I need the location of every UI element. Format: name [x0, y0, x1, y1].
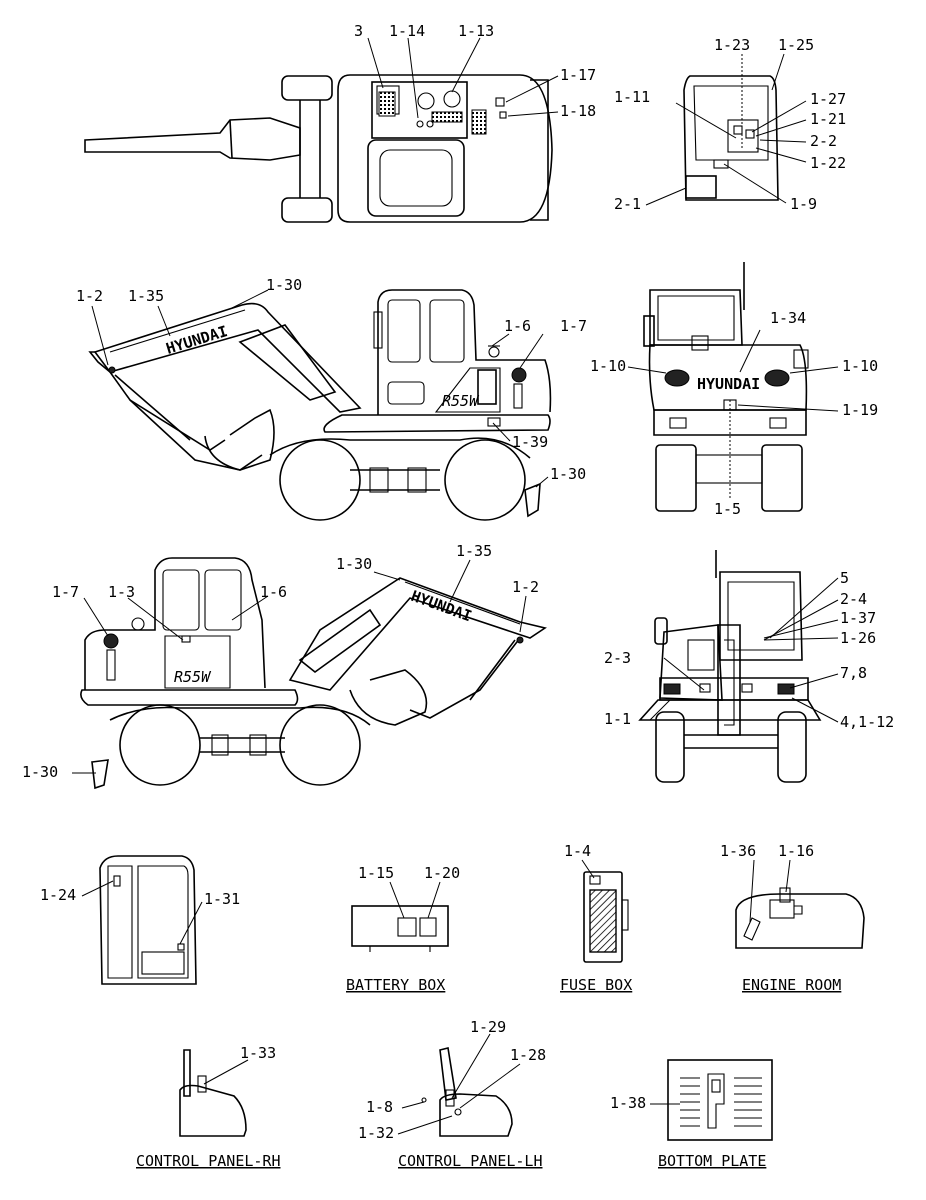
- callout: 1-17: [560, 66, 596, 84]
- callout: 1-9: [790, 195, 817, 213]
- callout: 1-22: [810, 154, 846, 172]
- callout: 1-2: [76, 287, 103, 305]
- callout: 1-30: [336, 555, 372, 573]
- callout: 1-23: [714, 36, 750, 54]
- model-decal: R55W: [442, 392, 480, 410]
- engine-room: 1-36 1-16 ENGINE ROOM: [720, 842, 865, 994]
- callout: 1-32: [358, 1124, 394, 1142]
- callout: 1-20: [424, 864, 460, 882]
- cab-door: 1-24 1-31: [40, 855, 240, 985]
- model-decal: R55W: [174, 668, 212, 686]
- callout: 1-34: [770, 309, 806, 327]
- control-panel-rh: 1-33 CONTROL PANEL-RH: [136, 1044, 281, 1170]
- bottom-plate: 1-38 BOTTOM PLATE: [610, 1059, 773, 1170]
- callout: 1-6: [504, 317, 531, 335]
- callout: 1-28: [510, 1046, 546, 1064]
- fuse-box-caption: FUSE BOX: [560, 976, 632, 994]
- callout: 1-10: [590, 357, 626, 375]
- callout: 1-11: [614, 88, 650, 106]
- callout: 1-27: [810, 90, 846, 108]
- front-view: 5 2-4 1-37 1-26 2-3 7,8 1-1 4,1-12: [604, 550, 894, 783]
- callout: 2-1: [614, 195, 641, 213]
- control-panel-lh-caption: CONTROL PANEL-LH: [398, 1152, 543, 1170]
- callout: 1-36: [720, 842, 756, 860]
- callout: 1-16: [778, 842, 814, 860]
- callout: 1-4: [564, 842, 591, 860]
- battery-box: 1-15 1-20 BATTERY BOX: [346, 864, 460, 994]
- callout: 1-37: [840, 609, 876, 627]
- callout: 1-30: [22, 763, 58, 781]
- brand-decal: HYUNDAI: [697, 375, 760, 393]
- callout: 1-18: [560, 102, 596, 120]
- callout: 1-13: [458, 22, 494, 40]
- battery-box-caption: BATTERY BOX: [346, 976, 445, 994]
- callout: 1-38: [610, 1094, 646, 1112]
- callout: 2-2: [810, 132, 837, 150]
- callout: 1-3: [108, 583, 135, 601]
- callout: 1-7: [52, 583, 79, 601]
- callout: 7,8: [840, 664, 867, 682]
- callout: 1-24: [40, 886, 76, 904]
- callout: 1-30: [550, 465, 586, 483]
- callout: 1-7: [560, 317, 587, 335]
- callout: 3: [354, 22, 363, 40]
- control-panel-rh-caption: CONTROL PANEL-RH: [136, 1152, 281, 1170]
- rear-cab-view: 1-23 1-25 1-11 1-27 1-21 2-2 1-22 2-1 1-…: [614, 36, 846, 213]
- callout: 4,1-12: [840, 713, 894, 731]
- callout: 1-1: [604, 710, 631, 728]
- callout: 1-25: [778, 36, 814, 54]
- side-view-left: R55W HYUNDAI 1-2 1-35 1-30 1-6 1-7 1-39 …: [76, 276, 587, 521]
- callout: 1-10: [842, 357, 878, 375]
- engine-room-caption: ENGINE ROOM: [742, 976, 841, 994]
- callout: 1-35: [456, 542, 492, 560]
- callout: 1-5: [714, 500, 741, 518]
- fuse-box: 1-4 FUSE BOX: [560, 842, 632, 994]
- top-view: 3 1-14 1-13 1-17 1-18: [84, 22, 596, 223]
- callout: 1-21: [810, 110, 846, 128]
- callout: 1-26: [840, 629, 876, 647]
- callout: 1-15: [358, 864, 394, 882]
- callout: 1-30: [266, 276, 302, 294]
- callout: 1-33: [240, 1044, 276, 1062]
- bottom-plate-caption: BOTTOM PLATE: [658, 1152, 766, 1170]
- callout: 1-14: [389, 22, 425, 40]
- control-panel-lh: 1-29 1-28 1-8 1-32 CONTROL PANEL-LH: [358, 1018, 546, 1170]
- callout: 1-8: [366, 1098, 393, 1116]
- rear-view: HYUNDAI 1-34 1-10 1-10 1-19 1-5: [590, 262, 878, 518]
- callout: 1-2: [512, 578, 539, 596]
- callout: 1-6: [260, 583, 287, 601]
- callout: 1-35: [128, 287, 164, 305]
- callout: 2-3: [604, 649, 631, 667]
- callout: 1-39: [512, 433, 548, 451]
- callout: 1-29: [470, 1018, 506, 1036]
- side-view-right: R55W HYUNDAI 1-30 1-35 1-7 1-3 1-6 1-2 1…: [22, 542, 547, 790]
- callout: 2-4: [840, 590, 867, 608]
- callout: 5: [840, 569, 849, 587]
- callout: 1-19: [842, 401, 878, 419]
- callout: 1-31: [204, 890, 240, 908]
